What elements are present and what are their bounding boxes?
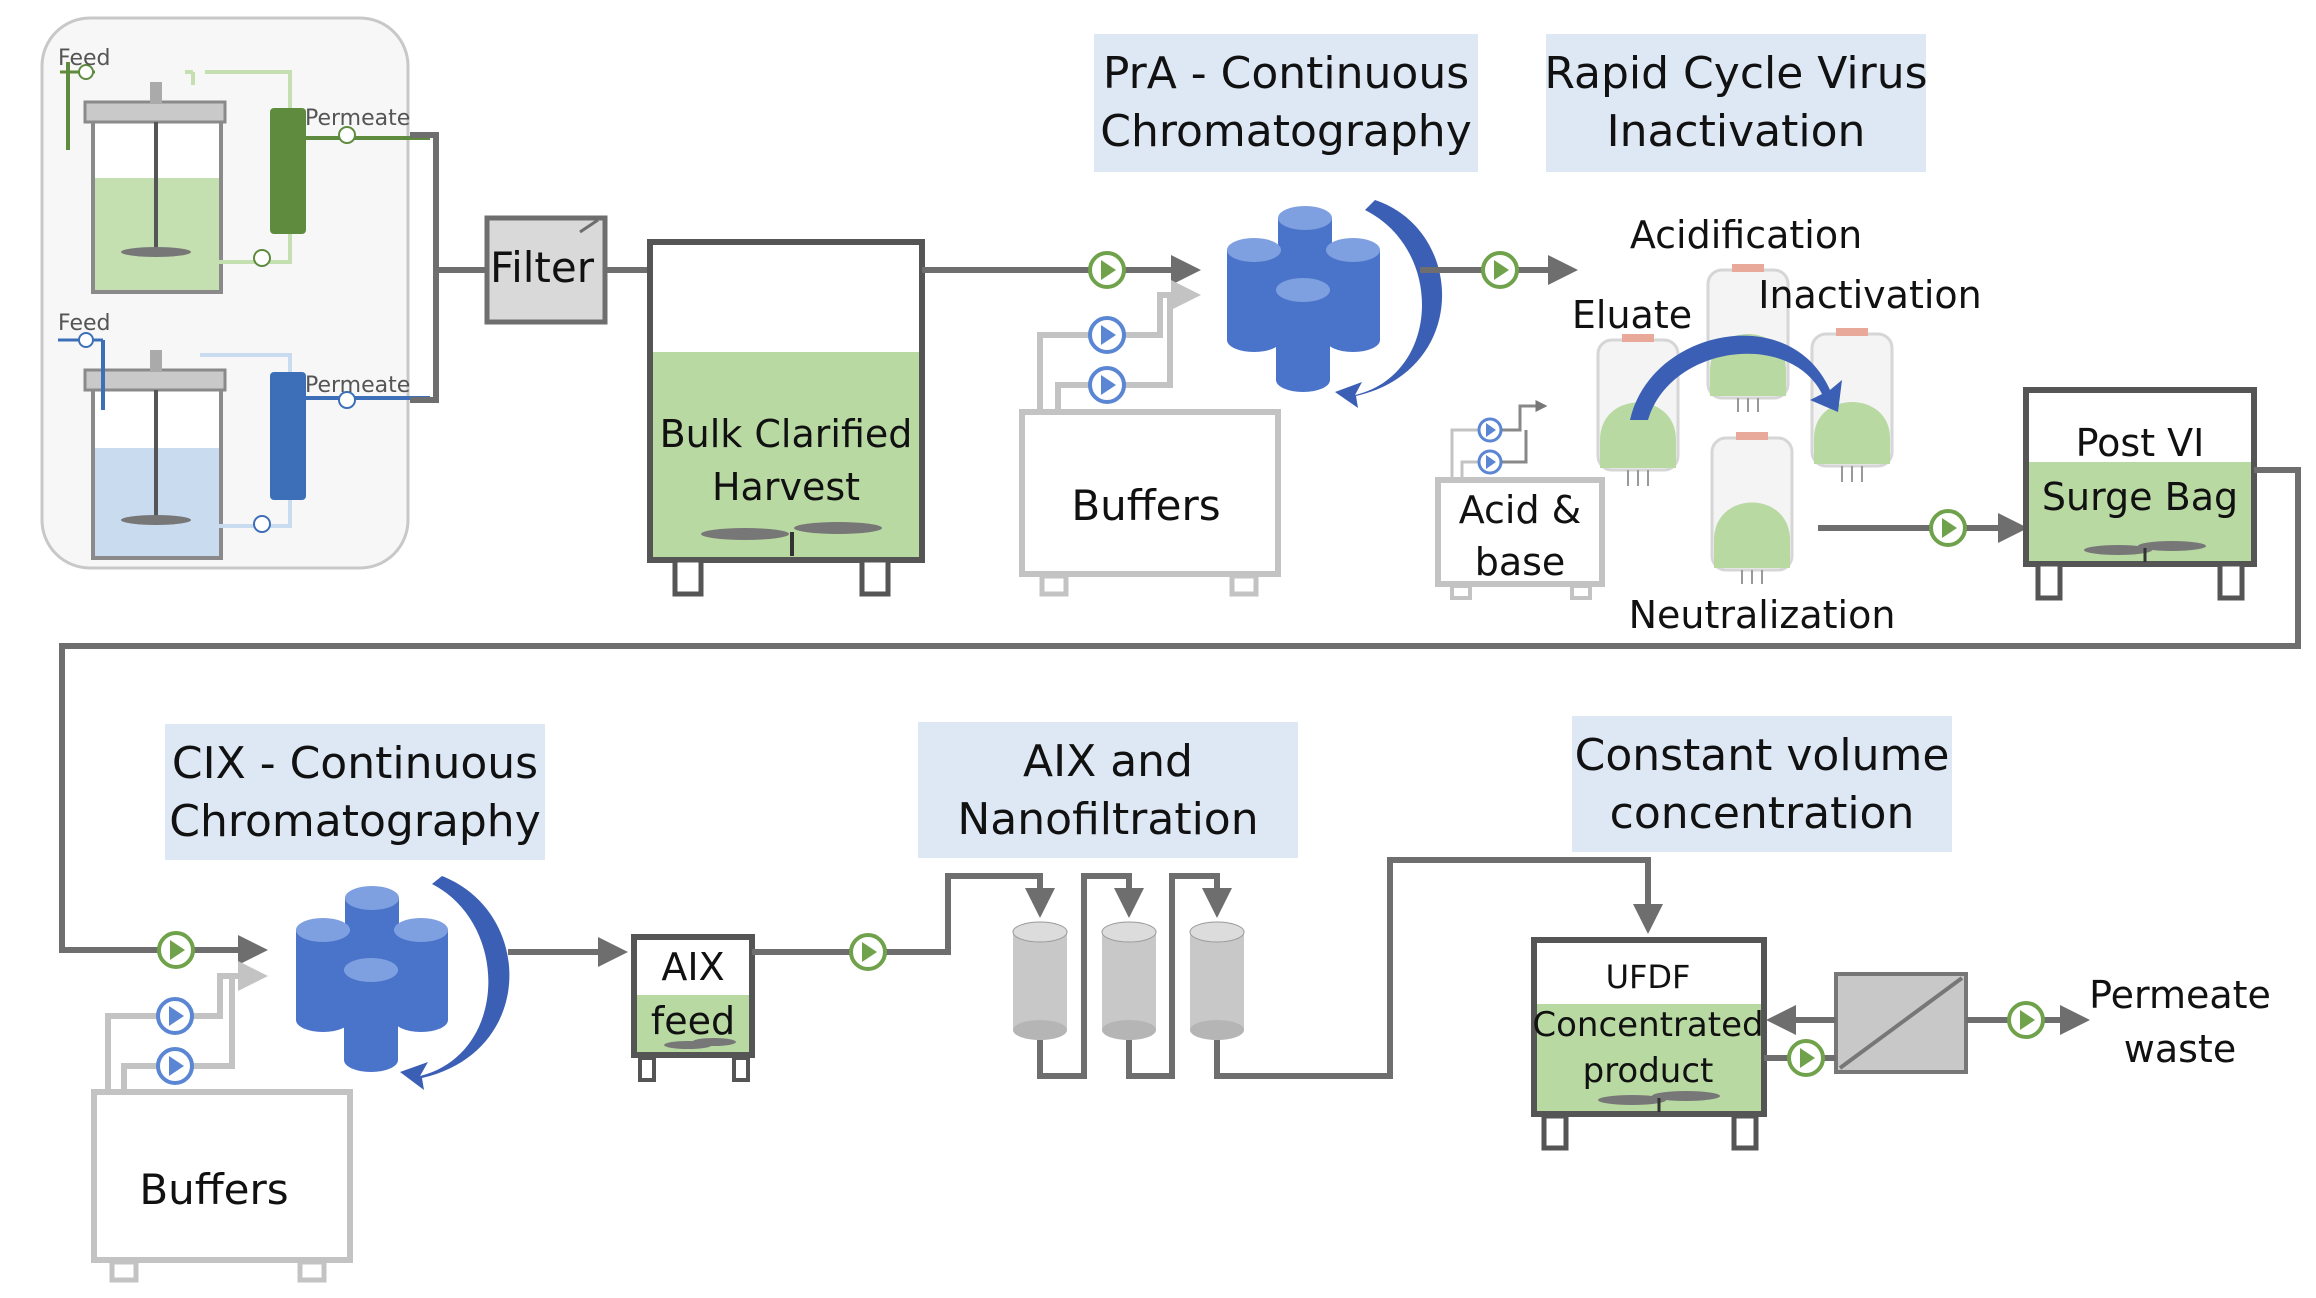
pump-icon: [1481, 251, 1519, 289]
buffers-top-label: Buffers: [1071, 481, 1220, 530]
acidification-label: Acidification: [1630, 213, 1862, 257]
cix-column-cluster: [296, 876, 510, 1090]
aix-nf-label-box: AIX and Nanofiltration: [918, 722, 1298, 858]
pra-title-line1: PrA - Continuous: [1103, 48, 1469, 99]
cix-title-line1: CIX - Continuous: [172, 738, 538, 789]
harvest-label-line1: Bulk Clarified: [660, 412, 913, 456]
buffers-bottom-label: Buffers: [139, 1165, 288, 1214]
acid-base-label-line1: Acid &: [1459, 488, 1582, 532]
feed-label-top: Feed: [58, 46, 111, 71]
chromatography-column: [1227, 238, 1281, 352]
chromatography-column: [394, 918, 448, 1032]
pipe-bioreactor2-to-filter: [410, 270, 439, 403]
chromatography-column: [1276, 278, 1330, 392]
rotation-arrow-icon: [400, 876, 510, 1090]
pump-icon: [1088, 366, 1126, 404]
pump-icon: [2007, 1001, 2045, 1039]
aix-nf-title-line1: AIX and: [1023, 736, 1193, 787]
harvest-label-line2: Harvest: [712, 465, 860, 509]
nf-cartridges: [1012, 857, 1663, 1079]
buffers-bottom: Buffers: [91, 961, 353, 1283]
aix-nf-title-line2: Nanofiltration: [957, 794, 1258, 845]
pump-icon: [1477, 449, 1503, 475]
bioreactor-top: Feed Permeate: [58, 46, 430, 294]
pump-icon: [157, 931, 195, 969]
bioreactor-bottom: Feed Permeate: [58, 311, 430, 560]
pump-icon: [1787, 1039, 1825, 1077]
chromatography-column: [344, 958, 398, 1072]
pipe-aixfeed-to-nf: [752, 873, 1055, 955]
vi-bags: [1596, 264, 1894, 584]
pump-icon: [156, 1047, 194, 1085]
surge-bag-line1: Post VI: [2076, 421, 2205, 465]
ufdf-label-line1: UFDF: [1606, 958, 1691, 996]
permeate-label-bottom: Permeate: [305, 373, 410, 398]
pump-icon: [1929, 509, 1967, 547]
filter-cartridge: [1101, 921, 1157, 1040]
feed-label-bottom: Feed: [58, 311, 111, 336]
buffers-top: Buffers: [1019, 280, 1281, 597]
surge-bag-tank: Post VI Surge Bag: [2023, 387, 2257, 601]
pipe-surge-to-cix: [59, 467, 2301, 965]
bag-neutralization: [1710, 432, 1794, 584]
filter-label: Filter: [490, 243, 595, 292]
permeate-waste-line1: Permeate: [2089, 973, 2271, 1017]
cvc-label-box: Constant volume concentration: [1572, 716, 1952, 852]
pra-label-box: PrA - Continuous Chromatography: [1094, 34, 1478, 172]
uf-membrane-icon: [1834, 972, 1968, 1074]
pipe-bioreactor-to-filter: [410, 132, 487, 273]
pra-title-line2: Chromatography: [1100, 106, 1472, 157]
bioreactor-panel: Feed Permeate Feed Permeate: [40, 16, 430, 570]
filter-cartridge: [1012, 921, 1068, 1040]
vi-title-line2: Inactivation: [1607, 106, 1866, 157]
inactivation-label: Inactivation: [1758, 273, 1982, 317]
cix-title-line2: Chromatography: [169, 796, 541, 847]
cix-label-box: CIX - Continuous Chromatography: [165, 724, 545, 860]
aix-feed-line1: AIX: [661, 945, 724, 989]
vi-title-line1: Rapid Cycle Virus: [1544, 48, 1927, 99]
pump-icon: [849, 933, 887, 971]
permeate-label-top: Permeate: [305, 106, 410, 131]
surge-bag-line2: Surge Bag: [2042, 475, 2238, 519]
rotation-arrow-icon: [1335, 200, 1443, 408]
chromatography-column: [296, 918, 350, 1032]
aix-feed-tank: AIX feed: [631, 934, 755, 1082]
pump-icon: [1088, 316, 1126, 354]
vi-label-box: Rapid Cycle Virus Inactivation: [1544, 34, 1928, 172]
acid-base-label-line2: base: [1475, 540, 1566, 584]
aix-feed-line2: feed: [651, 999, 735, 1043]
transfer-arrow-icon: [1630, 335, 1842, 420]
acid-base-tank: Acid & base: [1435, 400, 1605, 600]
ufdf-label-line3: product: [1583, 1051, 1714, 1091]
cvc-title-line2: concentration: [1610, 788, 1915, 839]
pump-icon: [1477, 417, 1503, 443]
filter-unit: Filter: [484, 215, 608, 325]
pra-column-cluster: [1227, 200, 1443, 408]
pump-icon: [156, 997, 194, 1035]
neutralization-label: Neutralization: [1629, 593, 1896, 637]
ufdf-label-line2: Concentrated: [1532, 1005, 1763, 1045]
ufdf-tank: UFDF Concentrated product: [1531, 937, 1767, 1151]
harvest-tank: Bulk Clarified Harvest: [647, 239, 925, 597]
chromatography-column: [1326, 238, 1380, 352]
permeate-waste-line2: waste: [2124, 1027, 2236, 1071]
eluate-label: Eluate: [1572, 293, 1692, 337]
cvc-title-line1: Constant volume: [1575, 730, 1950, 781]
filter-cartridge: [1189, 921, 1245, 1040]
pump-icon: [1088, 251, 1126, 289]
